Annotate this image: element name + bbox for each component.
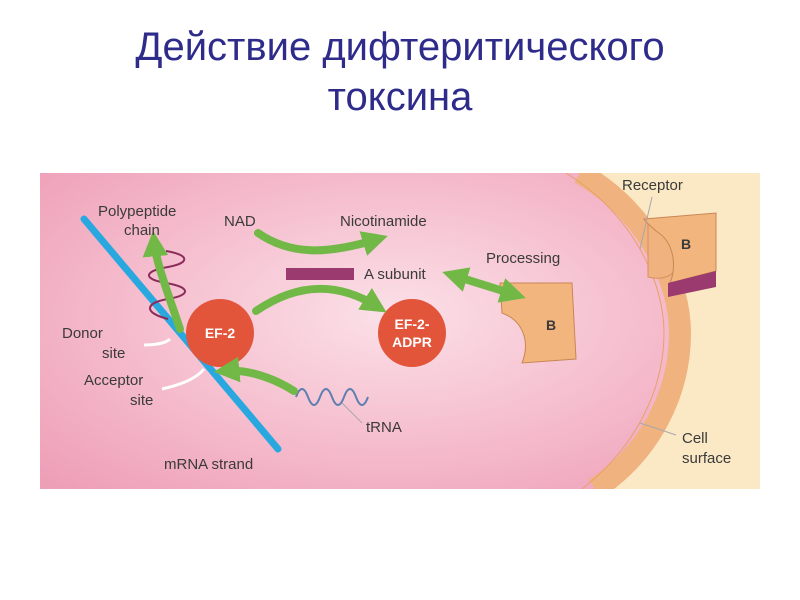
polypeptide-label-2: chain — [124, 222, 160, 239]
ef2-circle — [186, 299, 254, 367]
trna-pointer — [341, 402, 363, 424]
arrow-trna-to-ef2 — [213, 356, 298, 395]
arrow-processing — [442, 267, 526, 303]
ef2-adpr-label-1: EF-2- — [395, 316, 430, 332]
cell-surface-pointer — [639, 422, 677, 436]
ef2-adpr-circle — [378, 299, 446, 367]
cell-surface-label-2: surface — [682, 450, 731, 467]
cytoplasm — [40, 173, 680, 489]
b-subunit-inner — [499, 282, 577, 364]
acceptor-site-pointer — [161, 368, 206, 391]
b-inner-label: B — [546, 317, 556, 333]
receptor-pointer — [639, 196, 653, 250]
mrna-strand — [80, 215, 282, 453]
donor-label-2: site — [102, 345, 125, 362]
b-receptor-label: B — [681, 236, 691, 252]
arrow-nad-nicotinamide — [254, 229, 388, 256]
arrow-to-polypeptide — [142, 230, 184, 333]
title-line-2: токсина — [327, 75, 473, 119]
ef2-label: EF-2 — [205, 325, 236, 341]
processing-label: Processing — [486, 250, 560, 267]
acceptor-label-1: Acceptor — [84, 372, 143, 389]
cell-membrane-inner-edge — [565, 173, 665, 489]
polypeptide-label-1: Polypeptide — [98, 203, 176, 220]
nad-label: NAD — [224, 213, 256, 230]
slide-title: Действие дифтеритического токсина — [0, 22, 800, 122]
title-line-1: Действие дифтеритического — [135, 25, 665, 69]
receptor-label: Receptor — [622, 177, 683, 194]
nicotinamide-label: Nicotinamide — [340, 213, 427, 230]
donor-label-1: Donor — [62, 325, 103, 342]
acceptor-label-2: site — [130, 392, 153, 409]
trna-strand — [295, 388, 369, 406]
donor-site-pointer — [143, 337, 172, 347]
toxin-diagram: B Receptor B EF-2 EF-2- ADPR — [40, 173, 760, 489]
cell-surface-label-1: Cell — [682, 430, 708, 447]
a-subunit-receptor — [668, 271, 716, 297]
trna-label: tRNA — [366, 419, 402, 436]
mrna-label: mRNA strand — [164, 456, 253, 473]
arrow-ef2-to-adpr — [252, 284, 387, 315]
a-subunit — [286, 268, 354, 280]
a-subunit-label: A subunit — [364, 266, 427, 283]
ef2-adpr-label-2: ADPR — [392, 334, 432, 350]
cell-membrane — [574, 173, 692, 489]
